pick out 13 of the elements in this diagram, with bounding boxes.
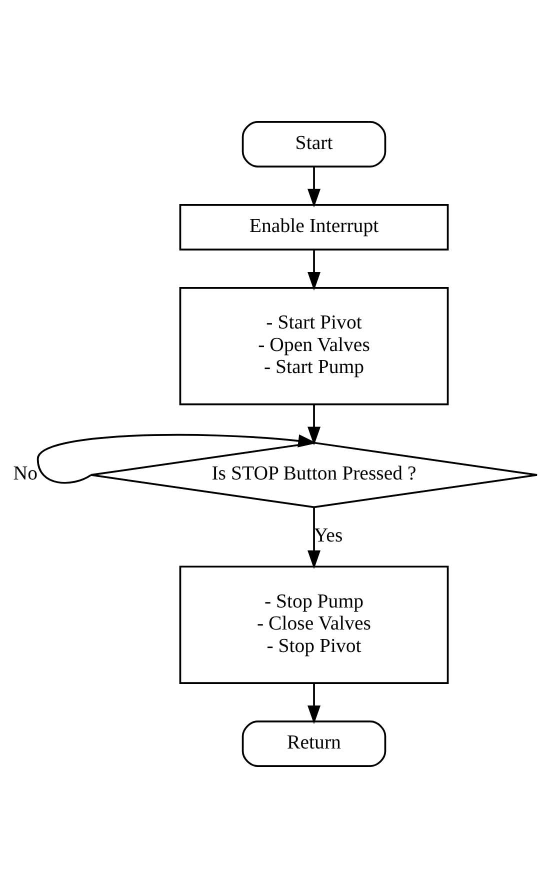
arrow bbox=[308, 166, 321, 208]
edge-label: No bbox=[13, 462, 38, 485]
arrow bbox=[308, 404, 321, 446]
node-diamond: Is STOP Button Pressed ? bbox=[90, 442, 538, 508]
node-box: Start bbox=[242, 121, 386, 168]
arrow bbox=[308, 507, 321, 570]
node-box: Enable Interrupt bbox=[179, 204, 449, 250]
node-box: Return bbox=[242, 720, 386, 767]
arrow bbox=[36, 434, 317, 484]
arrow bbox=[308, 683, 321, 724]
node-box: - Start Pivot - Open Valves - Start Pump bbox=[179, 287, 449, 406]
node-box: - Stop Pump - Close Valves - Stop Pivot bbox=[179, 566, 449, 684]
arrow bbox=[308, 250, 321, 291]
